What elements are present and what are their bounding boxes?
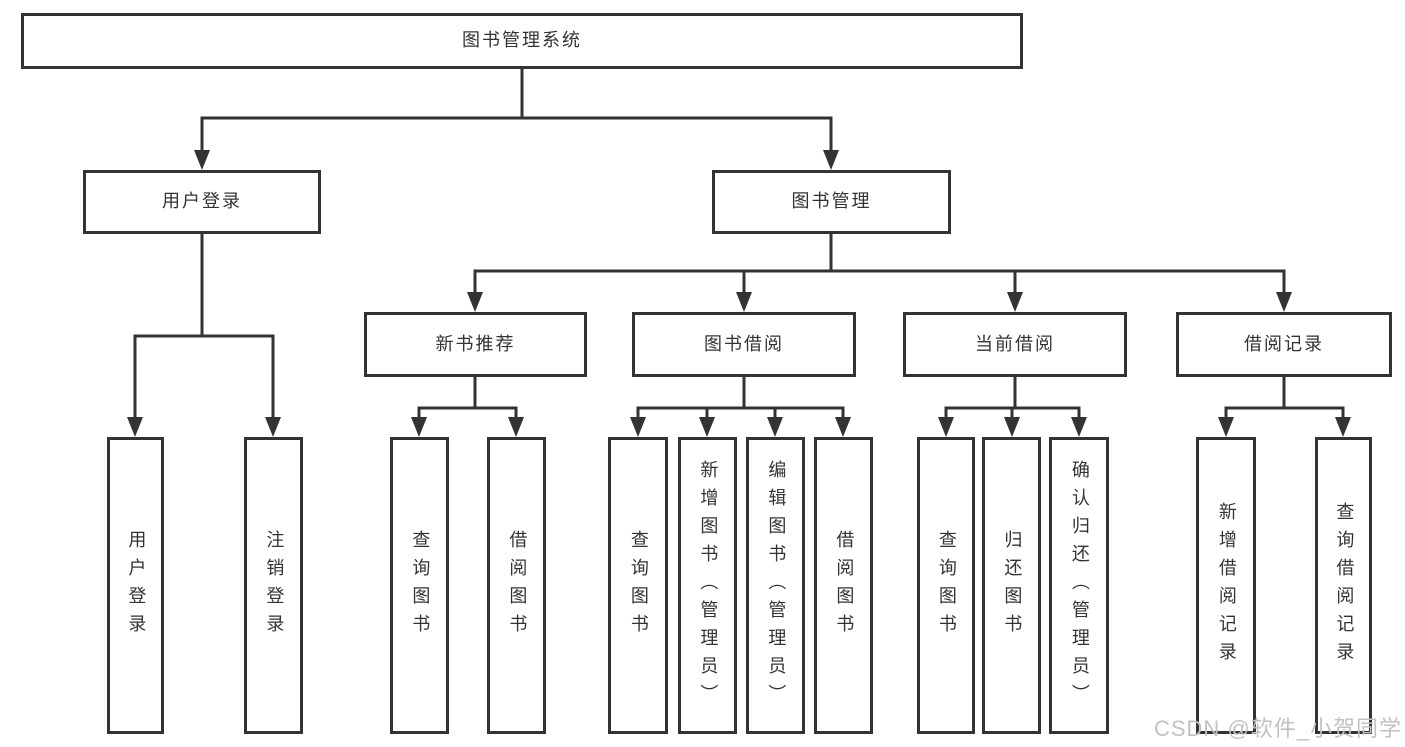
node-records-add-record: 新增借阅记录 [1196, 437, 1256, 734]
node-borrowing-add-books-admin: 新增图书（管理员） [678, 437, 737, 734]
connector-lines [133, 69, 1345, 418]
node-recommend-borrow-books: 借阅图书 [487, 437, 546, 734]
node-logout: 注销登录 [244, 437, 303, 734]
node-current-confirm-return-admin: 确认归还（管理员） [1049, 437, 1109, 734]
node-borrowing-edit-books-admin: 编辑图书（管理员） [746, 437, 805, 734]
node-recommend-query-books: 查询图书 [390, 437, 449, 734]
node-login: 用户登录 [107, 437, 164, 734]
csdn-watermark: CSDN @软件_小贺同学 [1153, 716, 1402, 741]
node-borrowing-query-books: 查询图书 [608, 437, 668, 734]
node-records-query-record: 查询借阅记录 [1315, 437, 1372, 734]
node-root: 图书管理系统 [21, 13, 1023, 69]
node-book-management: 图书管理 [712, 170, 951, 234]
node-current-return-books: 归还图书 [982, 437, 1041, 734]
node-user-login: 用户登录 [83, 170, 321, 234]
node-new-book-recommend: 新书推荐 [364, 312, 587, 377]
node-borrowing-borrow-books: 借阅图书 [814, 437, 873, 734]
node-borrowing-records: 借阅记录 [1176, 312, 1392, 377]
node-current-query-books: 查询图书 [917, 437, 975, 734]
node-current-borrowing: 当前借阅 [903, 312, 1127, 377]
arrowheads [127, 150, 1351, 437]
node-book-borrowing: 图书借阅 [632, 312, 856, 377]
